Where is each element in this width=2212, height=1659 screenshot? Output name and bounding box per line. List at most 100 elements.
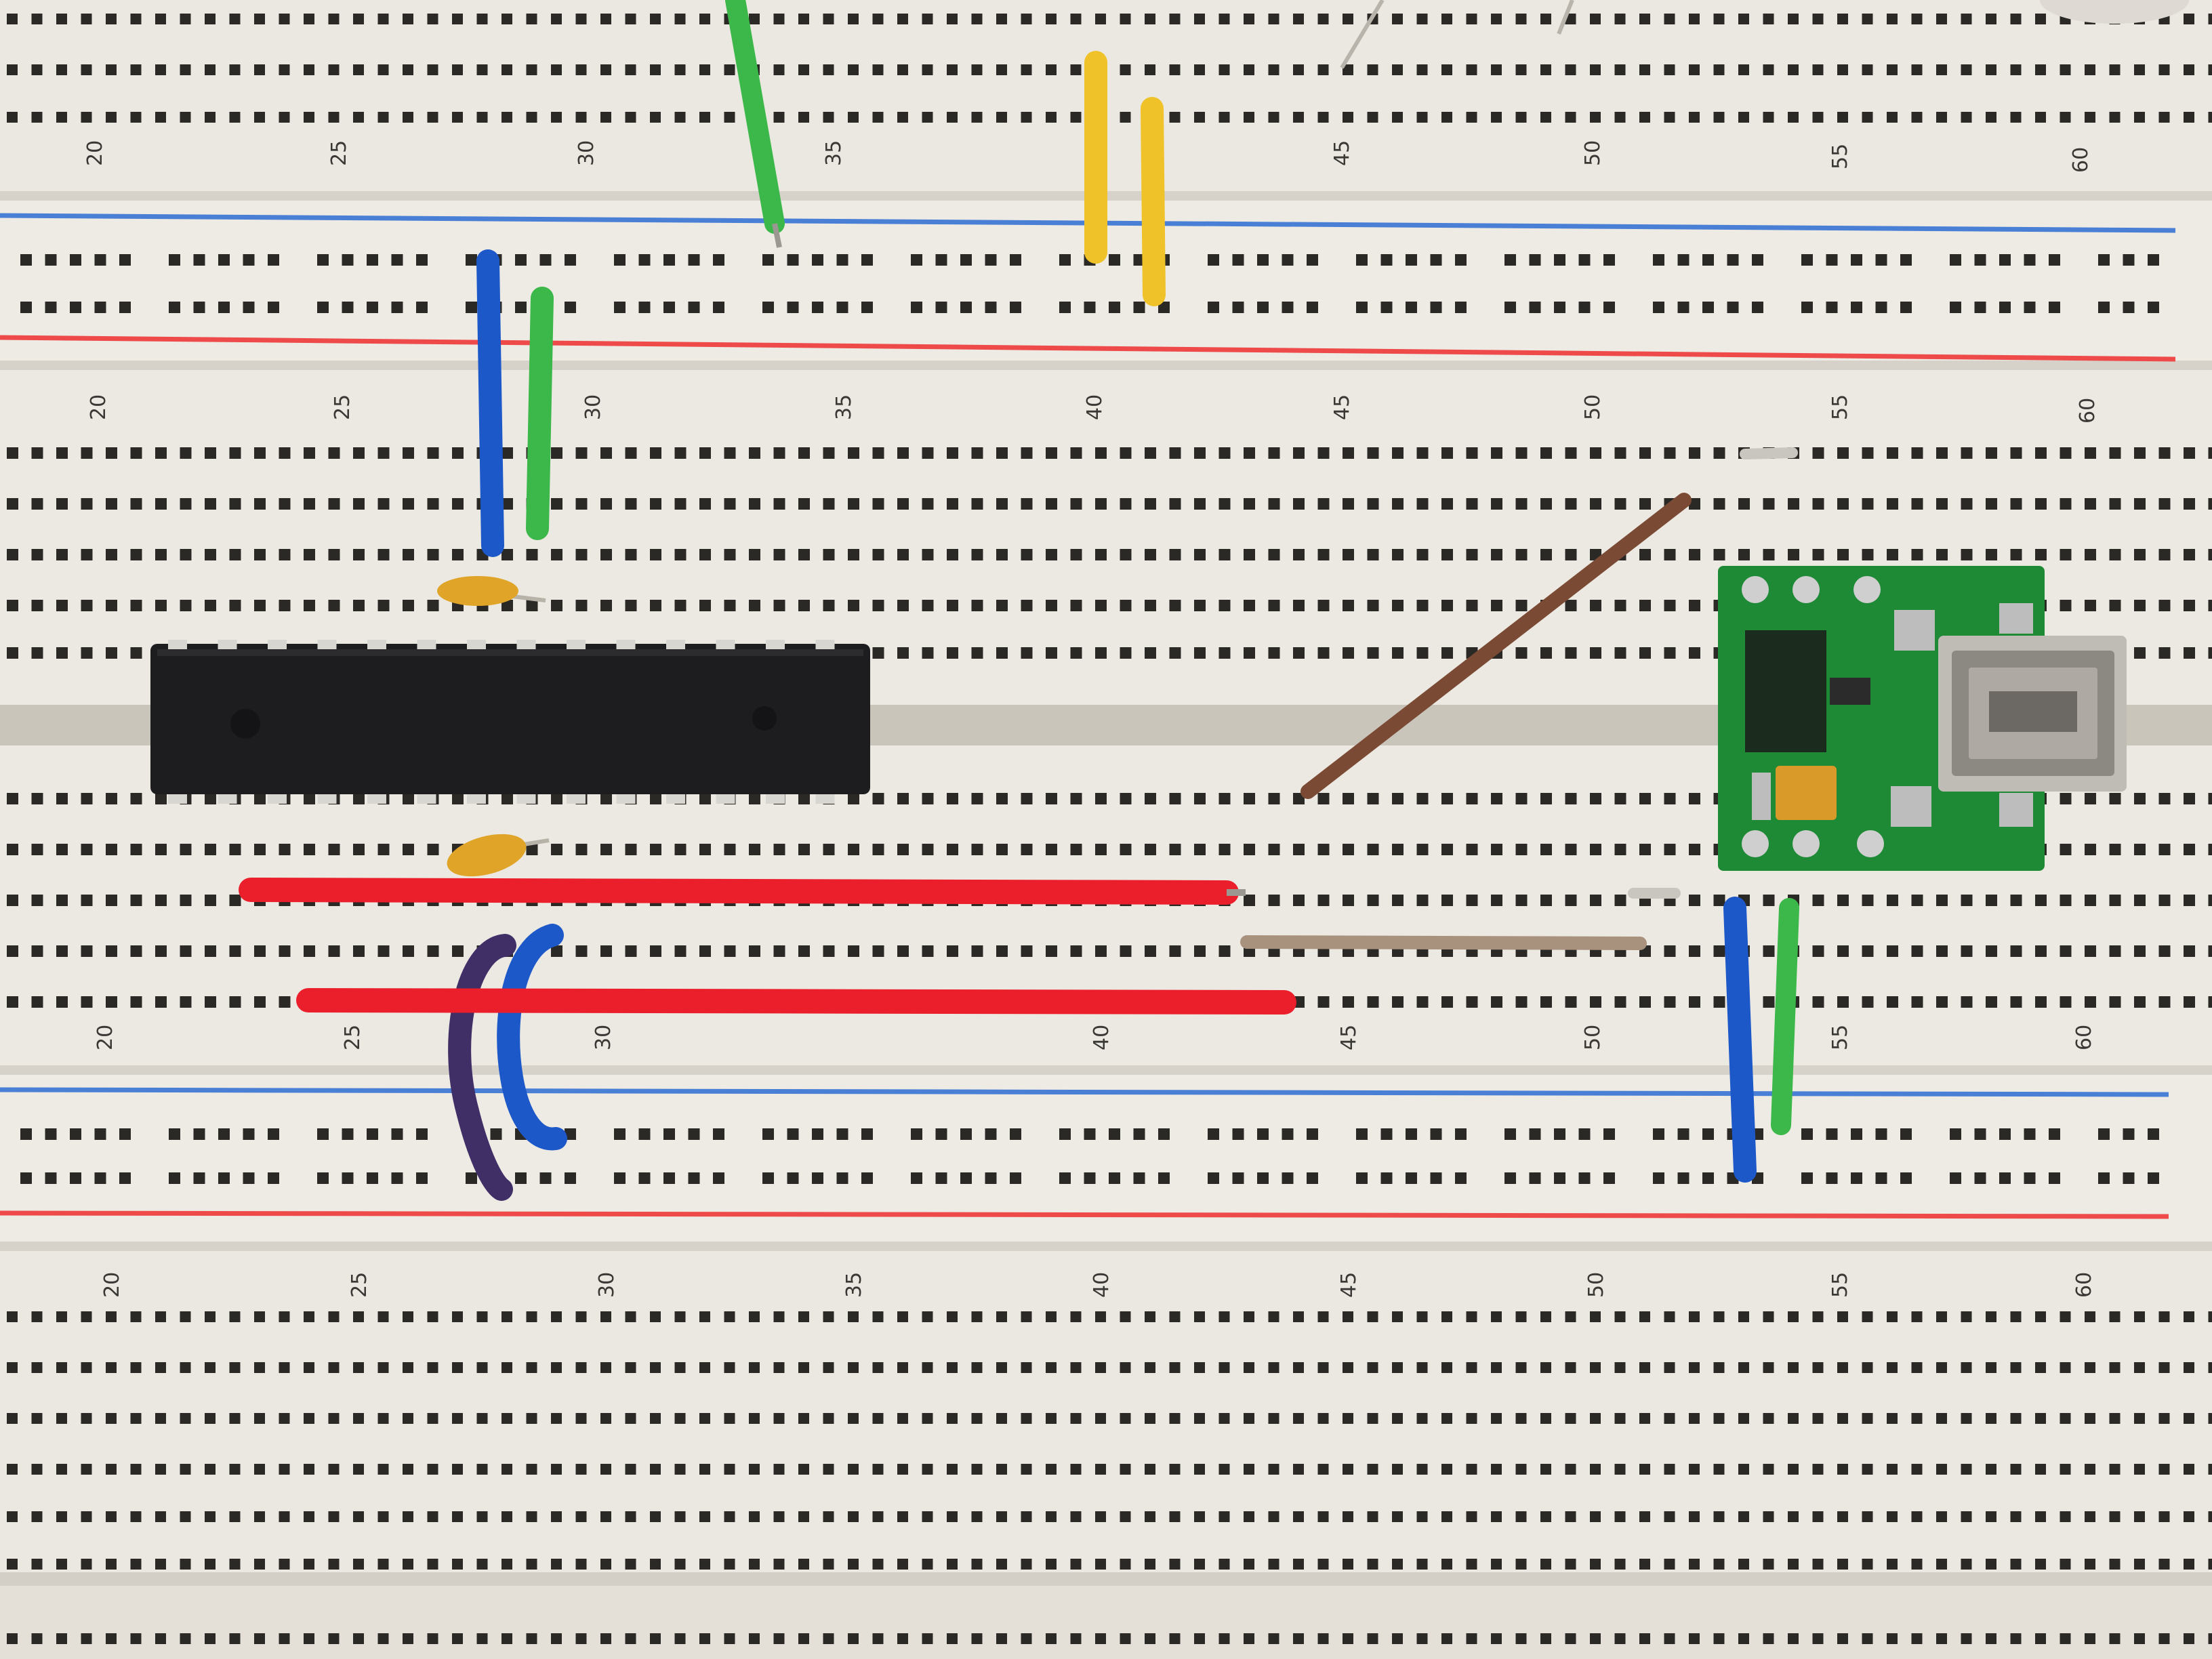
breadboard-hole [1812,14,1824,24]
breadboard-hole [130,112,142,123]
breadboard-hole [2158,1511,2170,1522]
breadboard-hole [501,1633,512,1644]
breadboard-hole [1590,1511,1601,1522]
breadboard-hole [254,1362,265,1373]
breadboard-hole [1169,64,1181,75]
breadboard-hole [155,793,167,804]
breadboard-hole [947,1362,958,1373]
breadboard-hole [1293,647,1305,659]
breadboard-hole [996,14,1007,24]
rail-red-line-lower [0,1210,2169,1219]
breadboard-hole [56,549,68,560]
breadboard-hole [1169,844,1181,855]
breadboard-hole [2085,895,2096,906]
breadboard-hole [2158,945,2171,957]
breadboard-hole [254,945,266,957]
breadboard-hole [1812,64,1824,75]
breadboard-hole [1232,254,1244,266]
breadboard-hole [1416,549,1429,560]
breadboard-hole [1590,14,1601,24]
breadboard-hole [1293,112,1304,123]
breadboard-hole [2208,447,2212,459]
breadboard-hole [1307,302,1318,313]
breadboard-hole [328,14,340,24]
breadboard-hole [155,549,167,560]
breadboard-hole [501,1464,512,1475]
breadboard-hole [1218,1362,1230,1373]
breadboard-hole [377,844,390,855]
breadboard-hole [947,793,958,804]
breadboard-hole [565,302,576,313]
breadboard-hole [1021,549,1033,560]
breadboard-hole [1900,1172,1912,1184]
breadboard-hole [353,1311,364,1322]
breadboard-hole [180,1413,191,1424]
breadboard-hole [243,254,255,266]
breadboard-hole [1095,647,1107,659]
breadboard-hole [427,1413,438,1424]
breadboard-hole [169,254,180,266]
breadboard-hole [872,793,884,804]
breadboard-hole [106,112,117,123]
breadboard-hole [1986,996,1997,1008]
breadboard-hole [7,647,18,659]
breadboard-hole [724,1464,735,1475]
breadboard-hole [1343,1311,1353,1322]
breadboard-hole [1515,600,1528,611]
column-number: 45 [1330,394,1354,420]
breadboard-hole [56,64,67,75]
breadboard-hole [1392,498,1404,510]
column-number: 40 [1083,394,1107,420]
breadboard-hole [600,1311,611,1322]
breadboard-hole [625,1464,636,1475]
breadboard-hole [155,1511,166,1522]
breadboard-hole [823,844,835,855]
breadboard-hole [911,254,922,266]
breadboard-hole [848,14,859,24]
breadboard-hole [1738,1633,1749,1644]
breadboard-hole [403,1311,413,1322]
breadboard-hole [551,1362,562,1373]
breadboard-hole [526,1464,537,1475]
breadboard-hole [2184,14,2194,24]
breadboard-hole [1664,1464,1675,1475]
breadboard-hole [2134,1362,2145,1373]
breadboard-hole [2049,1172,2060,1184]
breadboard-hole [575,112,587,123]
breadboard-hole [1664,1559,1675,1570]
breadboard-hole [427,498,439,510]
breadboard-hole [1887,1413,1898,1424]
breadboard-hole [798,14,809,24]
breadboard-hole [81,112,92,123]
breadboard-hole [2208,549,2212,560]
breadboard-hole [1826,302,1838,313]
breadboard-hole [1713,549,1725,560]
breadboard-hole [2158,647,2171,659]
breadboard-hole [106,1413,117,1424]
breadboard-hole [1515,1362,1527,1373]
breadboard-hole [1887,1311,1898,1322]
breadboard-hole [1343,793,1354,804]
breadboard-hole [922,1559,933,1570]
breadboard-hole [180,996,192,1008]
chip-pin [716,640,735,649]
breadboard-hole [1812,895,1824,906]
breadboard-hole [1466,549,1478,560]
breadboard-hole [56,498,68,510]
breadboard-hole [1713,447,1725,459]
breadboard-hole [1441,1311,1452,1322]
breadboard-hole [1738,112,1749,123]
breadboard-hole [1961,1413,1972,1424]
breadboard-hole [229,996,241,1008]
breadboard-hole [575,1362,587,1373]
breadboard-hole [872,1633,884,1644]
breadboard-hole [1540,1511,1551,1522]
breadboard-hole [724,1413,735,1424]
breadboard-hole [476,64,488,75]
breadboard-hole [600,1413,611,1424]
breadboard-hole [1194,498,1206,510]
breadboard-hole [2158,64,2170,75]
breadboard-hole [650,1413,661,1424]
breadboard-hole [1392,1311,1403,1322]
breadboard-hole [56,14,67,24]
